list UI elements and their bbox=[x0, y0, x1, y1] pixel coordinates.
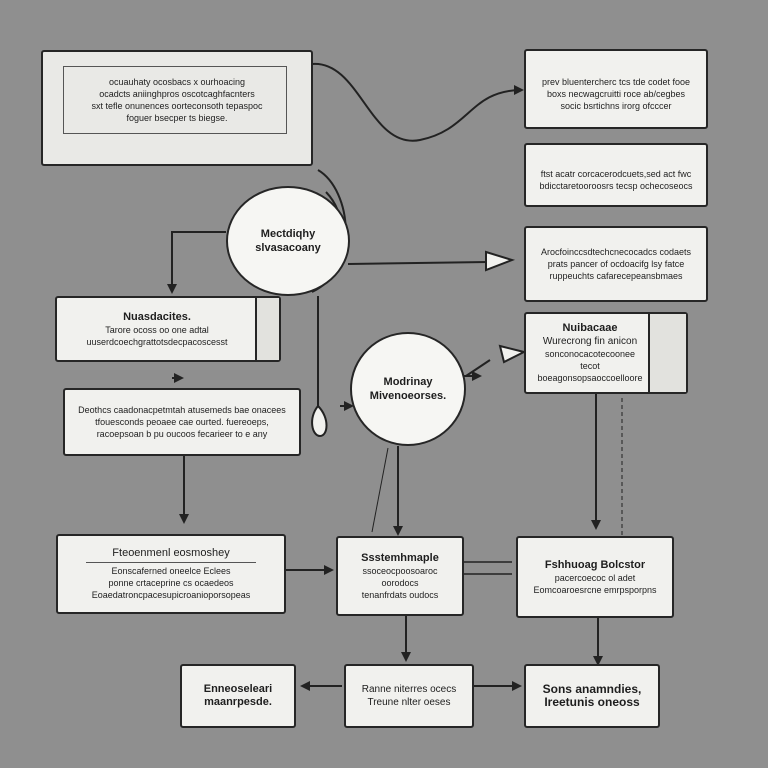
node-n4: Arocfoinccsdtechcnecocadcs codaets prats… bbox=[524, 226, 708, 302]
node-n1-line: ocuauhaty ocosbacs x ourhoacing bbox=[108, 77, 246, 87]
node-c1: Mectdiqhy slvasacoany bbox=[226, 186, 350, 296]
node-c2-line: Modrinay bbox=[383, 376, 433, 388]
node-n3-text: ftst acatr corcacerodcuets,sed act fwc b… bbox=[539, 168, 692, 192]
node-n4-line: prats pancer of ocdoacifg lsy fatce bbox=[547, 259, 685, 269]
node-n2-line: prev bluentercherc tcs tde codet fooe bbox=[541, 77, 691, 87]
node-n1-text: ocuauhaty ocosbacs x ourhoacing ocadcts … bbox=[91, 76, 262, 124]
node-n9: Ssstemhmaple ssoceocpoosoaroc oorodocs t… bbox=[336, 536, 464, 616]
node-n9-line: ssoceocpoosoaroc oorodocs bbox=[362, 565, 438, 588]
connector-c2-n9-thin bbox=[371, 447, 389, 533]
connector-teardrop bbox=[311, 404, 328, 438]
node-n12-line: Ranne niterres ocecs bbox=[361, 684, 457, 695]
node-n3-line: ftst acatr corcacerodcuets,sed act fwc bbox=[540, 169, 692, 179]
node-n10-line: pacercoecoc ol adet bbox=[554, 572, 636, 583]
node-c2-line: Mivenoeorses. bbox=[369, 390, 447, 402]
node-n10-line: Eomcoaroesrcne emrpsporpns bbox=[533, 584, 657, 595]
node-n5-line: Tarore ocoss oo one adtal bbox=[105, 324, 209, 335]
node-n8-line: ponne crtaceprine cs ocaedeos bbox=[108, 578, 234, 588]
connector-n9-n10 bbox=[464, 561, 512, 575]
connector-c1-n5 bbox=[167, 231, 226, 294]
node-n1-line: sxt tefle onunences oorteconsoth tepaspo… bbox=[91, 101, 263, 111]
node-n2-line: socic bsrtichns irorg ofcccer bbox=[560, 101, 672, 111]
node-n3-line: bdicctaretooroosrs tecsp ochecoseocs bbox=[539, 181, 693, 191]
connector-c2-n6-tip bbox=[498, 344, 527, 364]
node-c2: Modrinay Mivenoeorses. bbox=[350, 332, 466, 446]
node-n9-title: Ssstemhmaple bbox=[361, 551, 439, 564]
node-n11-line: maanrpesde. bbox=[204, 696, 272, 708]
node-n8-line: Eoaedatroncpacesupicroanioporsopeas bbox=[91, 590, 251, 600]
node-n9-line: tenanfrdats oudocs bbox=[361, 589, 439, 600]
node-n6-line: sonconocacotecoonee bbox=[544, 349, 636, 359]
node-n13-line: Ireetunis oneoss bbox=[544, 695, 640, 709]
node-n12-line: Treune nlter oeses bbox=[367, 697, 451, 708]
node-n6-strip bbox=[648, 314, 686, 392]
node-n8: Fteoenmenl eosmoshey Eonscaferned oneelc… bbox=[56, 534, 286, 614]
node-n5-line: uuserdcoechgrattotsdecpacoscesst bbox=[86, 336, 228, 347]
node-n8-title: Fteoenmenl eosmoshey bbox=[112, 547, 230, 559]
node-n4-text: Arocfoinccsdtechcnecocadcs codaets prats… bbox=[541, 246, 691, 282]
node-n2-line: boxs necwagcruitti roce ab/cegbes bbox=[546, 89, 686, 99]
node-n5-title: Nuasdacites. bbox=[123, 310, 191, 323]
node-n4-line: Arocfoinccsdtechcnecocadcs codaets bbox=[540, 247, 692, 257]
node-n12: Ranne niterres ocecs Treune nlter oeses bbox=[344, 664, 474, 728]
node-n11: Enneoseleari maanrpesde. bbox=[180, 664, 296, 728]
node-n13: Sons anamndies, Ireetunis oneoss bbox=[524, 664, 660, 728]
connector-c1-n4 bbox=[347, 261, 489, 265]
node-n13-line: Sons anamndies, bbox=[542, 682, 642, 696]
node-n7: Deothcs caadonacpetmtah atusemeds bae on… bbox=[63, 388, 301, 456]
node-n7-line: tfouesconds peoaee cae ourted. fuereoeps… bbox=[95, 417, 269, 427]
node-c1-line: slvasacoany bbox=[255, 242, 321, 254]
node-n3: ftst acatr corcacerodcuets,sed act fwc b… bbox=[524, 143, 708, 207]
node-n6-line: tecot boeagonsopsaoccoelloore bbox=[537, 361, 643, 383]
connector-c2-n6 bbox=[465, 359, 491, 377]
connector-n1-n2 bbox=[311, 62, 524, 142]
node-n5: Nuasdacites. Tarore ocoss oo one adtal u… bbox=[55, 296, 281, 362]
node-n1-line: ocadcts aniinghpros oscotcaghfacnters bbox=[99, 89, 255, 99]
node-n6: Nuibacaae Wurecrong fin anicon sonconoca… bbox=[524, 312, 688, 394]
node-n7-line: racoepsoan b pu oucoos fecarieer to e an… bbox=[96, 429, 268, 439]
node-n2-text: prev bluentercherc tcs tde codet fooe bo… bbox=[542, 76, 690, 112]
node-n6-line: Wurecrong fin anicon bbox=[542, 336, 638, 347]
node-n11-line: Enneoseleari bbox=[203, 683, 273, 695]
node-n8-line: Eonscaferned oneelce Eclees bbox=[111, 566, 231, 576]
node-n1-line: foguer bsecper ts biegse. bbox=[126, 113, 228, 123]
node-n5-strip bbox=[255, 298, 279, 360]
node-n10: Fshhuoag Bolcstor pacercoecoc ol adet Eo… bbox=[516, 536, 674, 618]
node-n6-title: Nuibacaae bbox=[562, 322, 618, 334]
node-n10-title: Fshhuoag Bolcstor bbox=[544, 558, 646, 571]
node-n1: ocuauhaty ocosbacs x ourhoacing ocadcts … bbox=[41, 50, 313, 166]
node-n4-line: ruppeuchts cafarecepeansbmaes bbox=[549, 271, 683, 281]
node-n8-divider bbox=[86, 562, 256, 563]
node-c1-line: Mectdiqhy bbox=[260, 228, 316, 240]
node-n2: prev bluentercherc tcs tde codet fooe bo… bbox=[524, 49, 708, 129]
node-n7-line: Deothcs caadonacpetmtah atusemeds bae on… bbox=[78, 405, 286, 415]
connector-c1-n4-tip bbox=[485, 250, 516, 272]
